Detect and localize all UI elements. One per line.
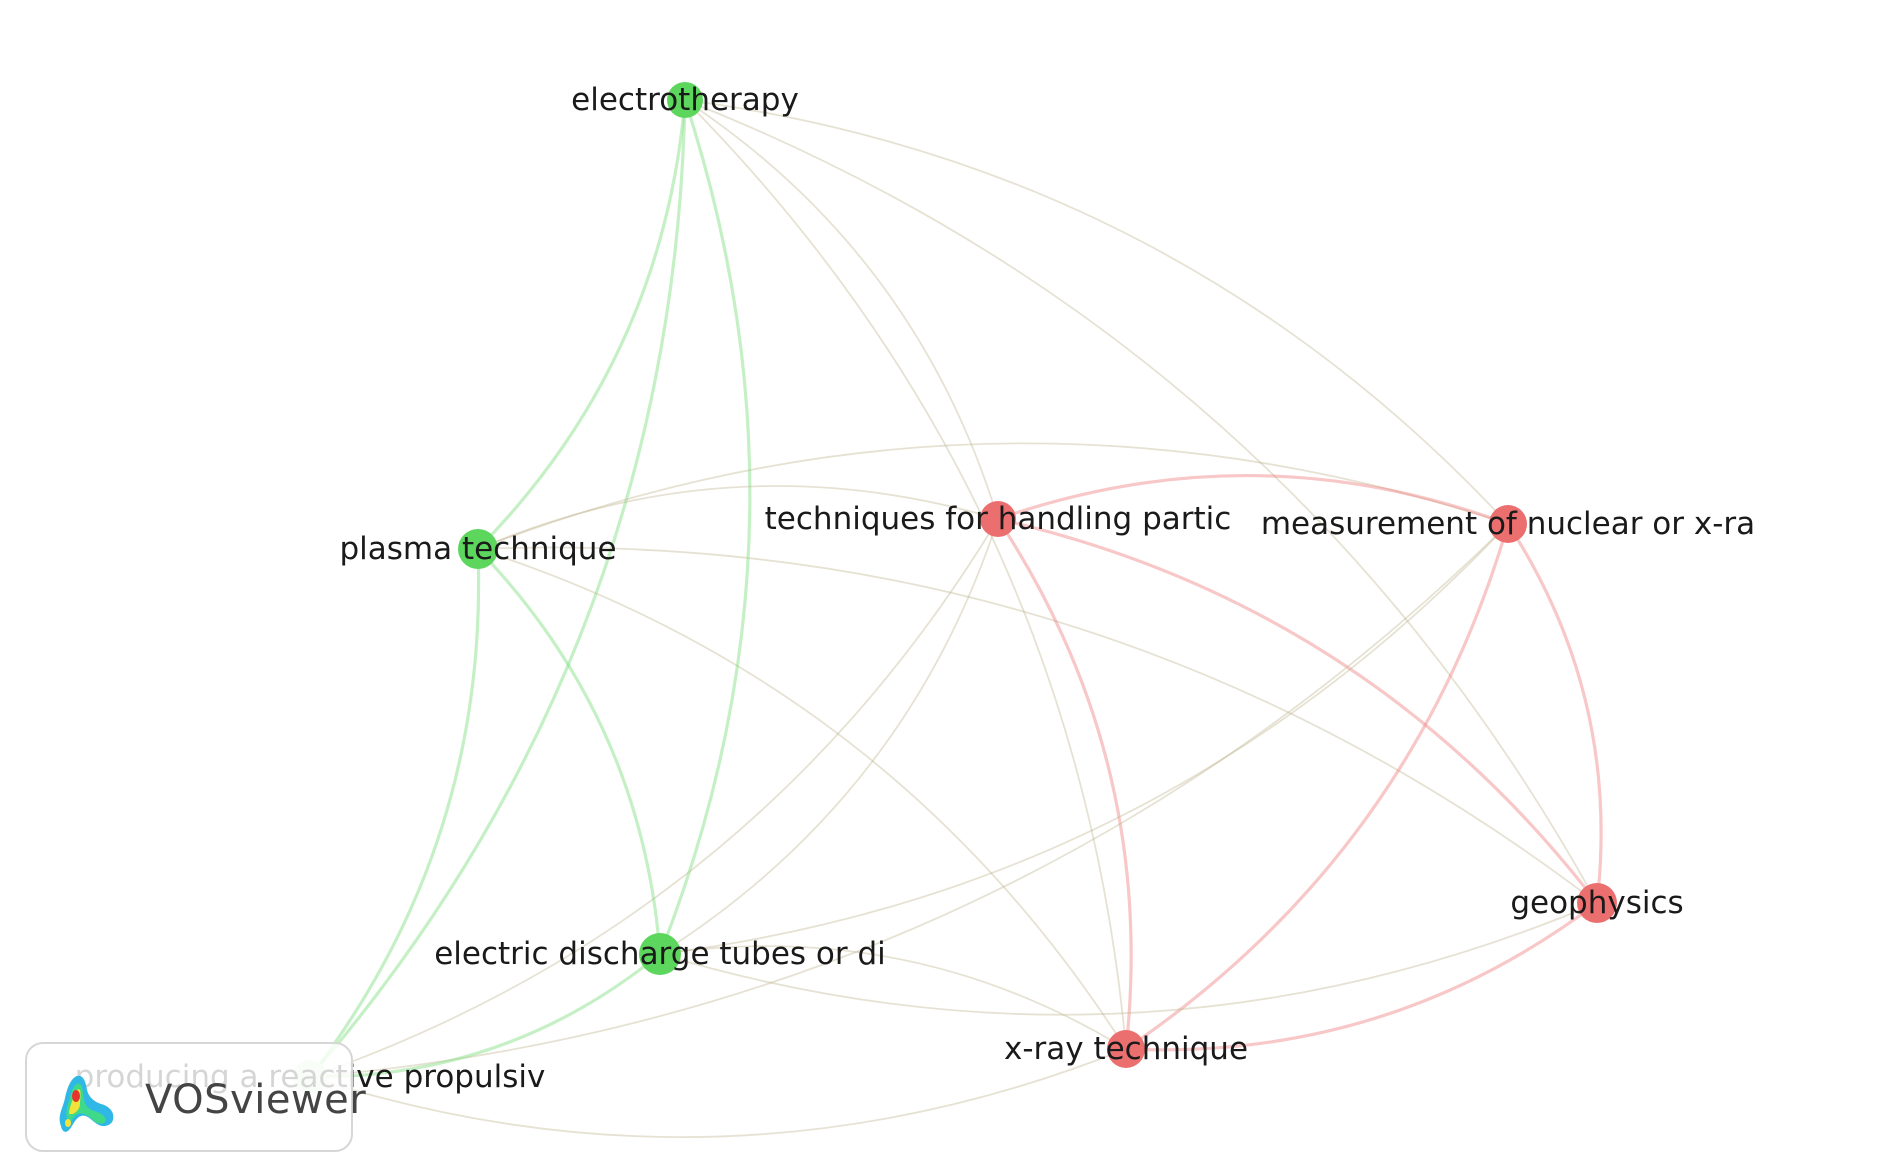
node-geophysics[interactable] [1577, 883, 1617, 923]
link-handling-geophysics [997, 517, 1599, 904]
link-measurement-propulsion [309, 523, 1509, 1078]
link-electrotherapy-discharge [658, 99, 752, 955]
link-electrotherapy-handling [684, 99, 999, 520]
link-geophysics-discharge [659, 902, 1598, 1016]
link-handling-xray [996, 518, 1133, 1050]
links-layer [308, 99, 1603, 1138]
link-plasma-discharge [476, 547, 662, 955]
node-plasma[interactable] [458, 529, 498, 569]
link-electrotherapy-xray [684, 99, 1127, 1050]
node-discharge[interactable] [639, 933, 681, 975]
node-label-plasma: plasma technique [339, 531, 616, 567]
link-measurement-xray [1125, 523, 1510, 1051]
link-discharge-xray [659, 945, 1127, 1050]
link-plasma-xray [477, 548, 1127, 1050]
node-handling[interactable] [980, 501, 1016, 537]
node-label-measurement: measurement of nuclear or x-ra [1261, 506, 1755, 542]
link-handling-propulsion [309, 518, 999, 1078]
link-handling-measurement [997, 474, 1509, 526]
node-label-xray: x-ray technique [1004, 1031, 1248, 1067]
link-electrotherapy-plasma [476, 99, 687, 551]
vosviewer-watermark: VOSviewer [25, 1042, 366, 1152]
link-measurement-geophysics [1506, 523, 1603, 904]
vosviewer-logo-text: VOSviewer [145, 1077, 367, 1123]
link-electrotherapy-geophysics [684, 99, 1598, 904]
link-geophysics-xray [1125, 901, 1598, 1052]
link-plasma-geophysics [477, 546, 1598, 904]
link-plasma-propulsion [308, 548, 481, 1078]
vosviewer-logo-icon [59, 1075, 114, 1132]
node-label-electrotherapy: electrotherapy [571, 82, 799, 118]
link-plasma-handling [477, 485, 999, 550]
link-electrotherapy-propulsion [308, 99, 687, 1079]
link-electrotherapy-measurement [684, 99, 1509, 525]
node-xray[interactable] [1107, 1030, 1145, 1068]
link-discharge-propulsion [309, 952, 662, 1079]
node-electrotherapy[interactable] [667, 82, 703, 118]
node-measurement[interactable] [1489, 505, 1527, 543]
node-label-handling: techniques for handling partic [765, 501, 1232, 537]
link-measurement-discharge [659, 523, 1509, 955]
link-plasma-measurement [477, 442, 1509, 550]
link-xray-propulsion [309, 1048, 1127, 1138]
node-label-geophysics: geophysics [1510, 885, 1683, 921]
node-label-discharge: electric discharge tubes or di [434, 936, 886, 972]
labels-layer: electrotherapy plasma technique electric d… [75, 82, 1756, 1095]
link-handling-discharge [659, 518, 999, 955]
